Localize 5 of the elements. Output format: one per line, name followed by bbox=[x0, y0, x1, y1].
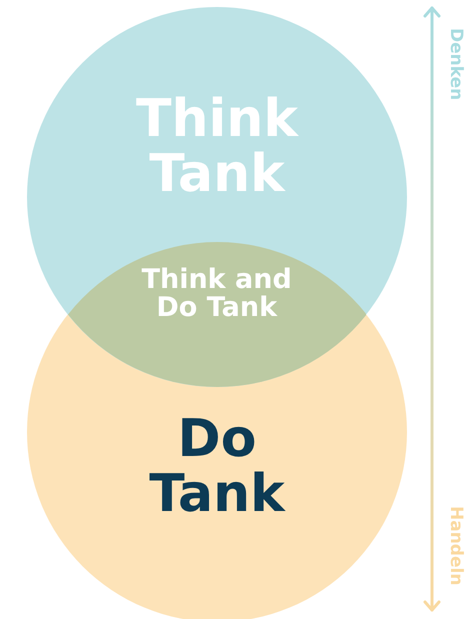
circle-label: Think Tank bbox=[135, 92, 300, 202]
axis-label: Handeln bbox=[446, 506, 466, 586]
circle-label: Do Tank bbox=[148, 412, 286, 522]
circle-label: Think and Do Tank bbox=[140, 266, 293, 323]
axis-label: Denken bbox=[446, 28, 466, 100]
